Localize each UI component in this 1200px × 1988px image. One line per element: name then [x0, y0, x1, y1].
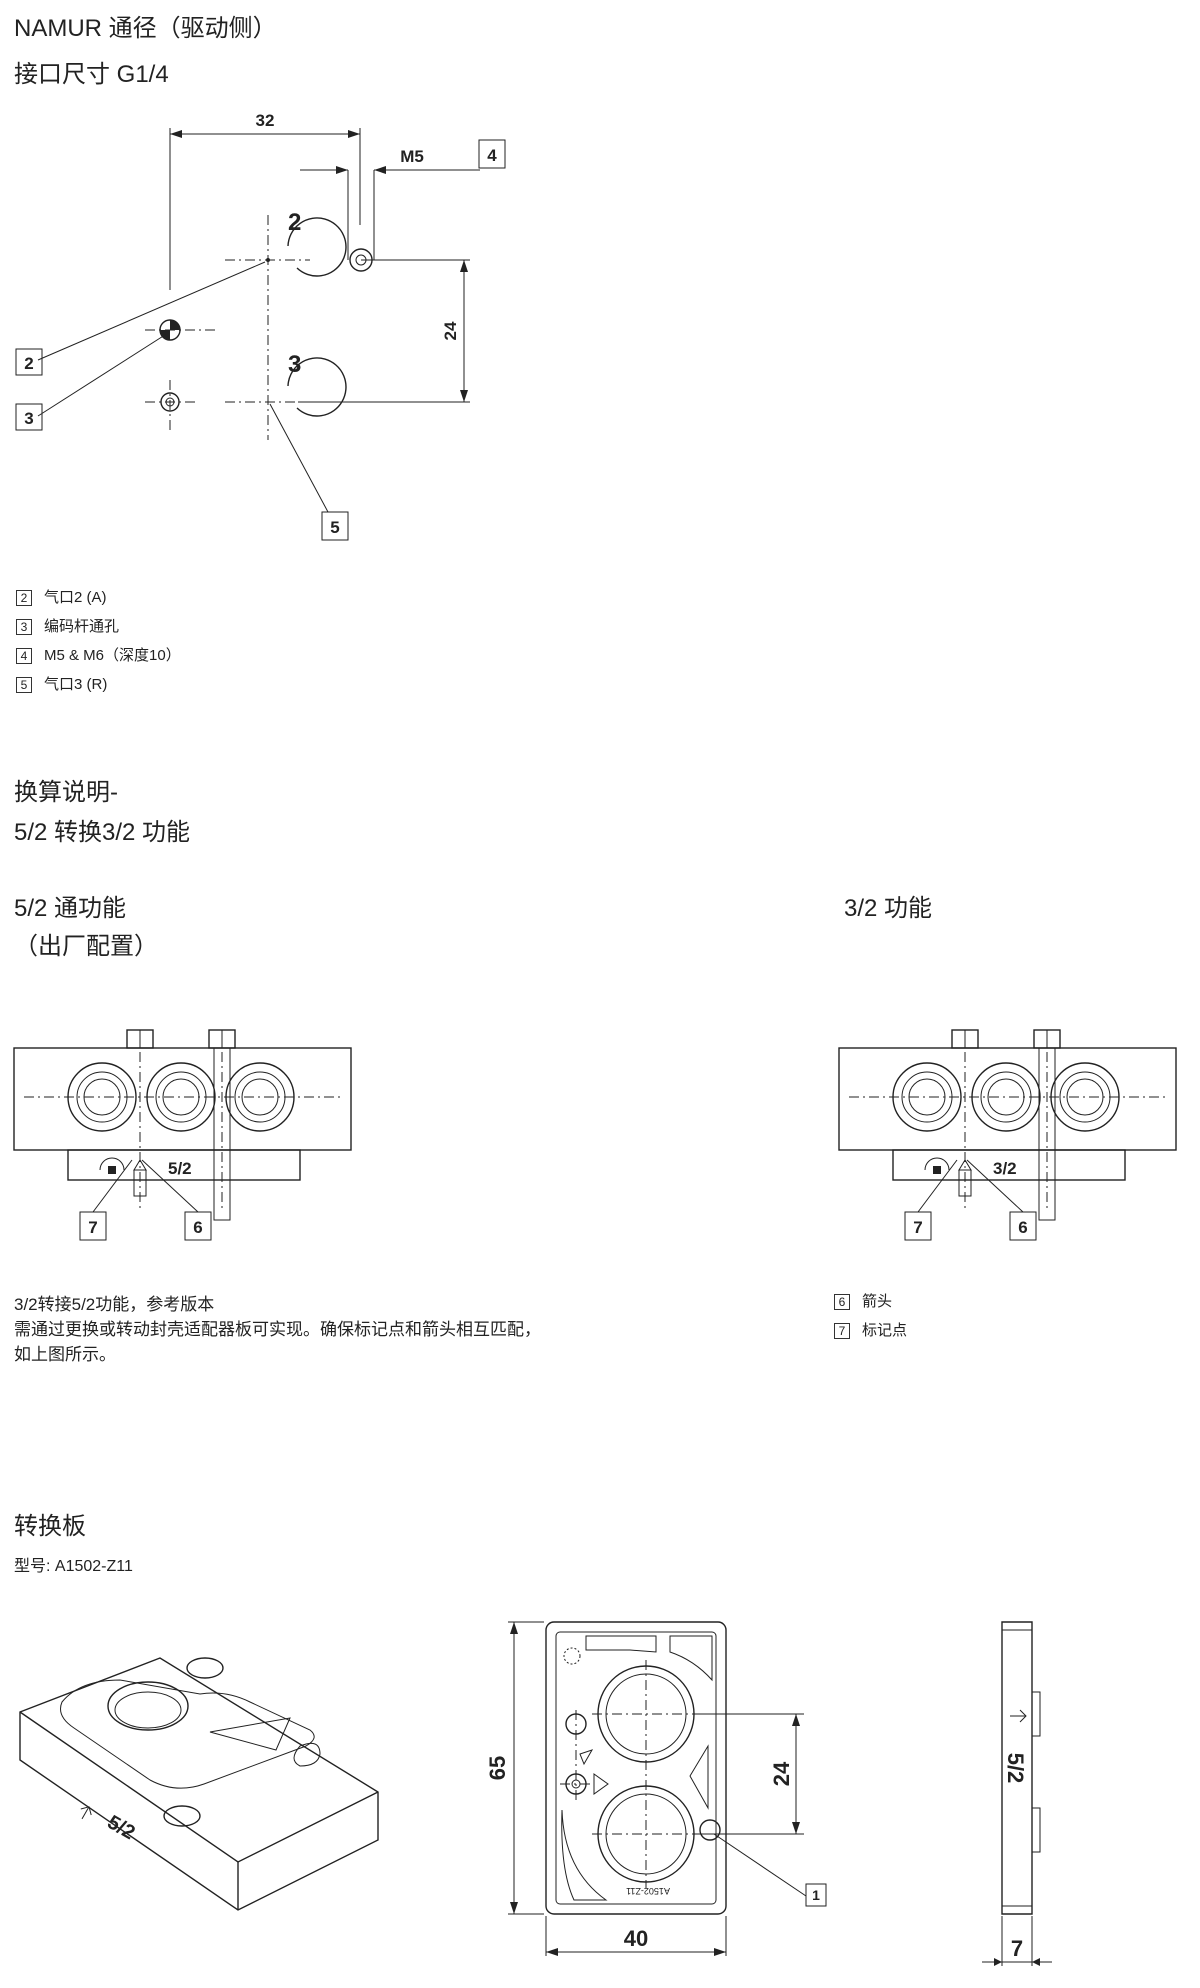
left-valve-label: 5/2	[168, 1159, 192, 1178]
dim-32: 32	[256, 111, 275, 130]
section2-title-line2: 5/2 转换3/2 功能	[14, 819, 191, 846]
callout-2-box	[15, 348, 43, 376]
callout-7-box	[79, 1211, 107, 1241]
legend-number: 2	[16, 589, 32, 606]
model-number: 型号: A1502-Z11	[14, 1558, 133, 1575]
dim-24: 24	[441, 321, 460, 340]
callout-4-box	[478, 139, 506, 169]
plate-side-label: 5/2	[1003, 1753, 1028, 1784]
legend-text: 箭头	[862, 1293, 893, 1310]
callout-6-box	[184, 1211, 212, 1241]
port-3-label: 3	[288, 351, 301, 378]
legend-item: 6 箭头	[834, 1292, 907, 1311]
callout-3-box	[15, 403, 43, 431]
callout-5: 5	[330, 518, 339, 537]
legend-item: 4 M5 & M6（深度10）	[16, 646, 181, 665]
note-line: 需通过更换或转动封壳适配器板可实现。确保标记点和箭头相互匹配，	[14, 1320, 541, 1339]
callout-7-left: 7	[88, 1218, 97, 1237]
callout-3: 3	[24, 409, 33, 428]
callout-7-right: 7	[913, 1218, 922, 1237]
legend-text: 编码杆通孔	[44, 618, 120, 635]
legend-section2: 6 箭头 7 标记点	[834, 1292, 907, 1340]
section2-title-line1: 换算说明-	[14, 779, 118, 806]
legend-number: 5	[16, 676, 32, 693]
legend-number: 4	[16, 647, 32, 664]
legend-section1: 2 气口2 (A) 3 编码杆通孔 4 M5 & M6（深度10） 5 气口3 (R)	[16, 588, 181, 694]
conversion-note: 3/2转接5/2功能，参考版本 需通过更换或转动封壳适配器板可实现。确保标记点和…	[14, 1292, 541, 1367]
callout-2: 2	[24, 354, 33, 373]
section1-title-line2: 接口尺寸 G1/4	[14, 61, 169, 88]
left-function-title-line2: （出厂配置）	[14, 933, 158, 960]
section1-title-line1: NAMUR 通径（驱动侧）	[14, 15, 277, 42]
right-function-title: 3/2 功能	[844, 895, 933, 922]
legend-text: 标记点	[862, 1322, 908, 1339]
port-2-label: 2	[288, 209, 301, 236]
legend-number: 3	[16, 618, 32, 635]
callout-1: 1	[812, 1887, 820, 1903]
callout-7-box	[904, 1211, 932, 1241]
legend-number: 7	[834, 1322, 850, 1339]
plate-front-marking: A1502-Z11	[626, 1886, 670, 1896]
legend-item: 2 气口2 (A)	[16, 588, 181, 607]
note-line: 3/2转接5/2功能，参考版本	[14, 1295, 215, 1314]
legend-number: 6	[834, 1293, 850, 1310]
callout-4: 4	[487, 146, 497, 165]
callout-6-right: 6	[1018, 1218, 1027, 1237]
note-line: 如上图所示。	[14, 1345, 116, 1364]
valve-5-2-diagram: 5/2 7 6	[13, 1029, 352, 1241]
dim-7: 7	[1011, 1936, 1023, 1961]
valve-3-2-diagram: 3/2 7 6	[838, 1029, 1177, 1241]
callout-5-box	[321, 511, 349, 541]
conversion-plate-isometric: 5/2	[19, 1657, 379, 1911]
callout-6-left: 6	[193, 1218, 202, 1237]
legend-item: 7 标记点	[834, 1321, 907, 1340]
dim-40: 40	[624, 1926, 648, 1951]
left-function-title-line1: 5/2 通功能	[14, 895, 127, 922]
right-valve-label: 3/2	[993, 1159, 1017, 1178]
legend-item: 5 气口3 (R)	[16, 675, 181, 694]
legend-item: 3 编码杆通孔	[16, 617, 181, 636]
conversion-plate-front-view: A1502-Z11 65 24 40 1	[485, 1621, 827, 1956]
dim-m5: M5	[400, 147, 424, 166]
plate-iso-label: 5/2	[104, 1811, 139, 1844]
callout-6-box	[1009, 1211, 1037, 1241]
dim-24-plate: 24	[769, 1761, 794, 1786]
conversion-plate-side-view: 5/2 7	[982, 1621, 1052, 1966]
legend-text: 气口2 (A)	[44, 589, 107, 606]
legend-text: 气口3 (R)	[44, 676, 108, 693]
legend-text: M5 & M6（深度10）	[44, 647, 181, 664]
section3-title: 转换板	[14, 1513, 86, 1540]
namur-port-diagram: 32 M5 4 2 3 24 2 3 5	[15, 111, 506, 541]
dim-65: 65	[485, 1756, 510, 1780]
callout-1-box	[805, 1883, 827, 1907]
